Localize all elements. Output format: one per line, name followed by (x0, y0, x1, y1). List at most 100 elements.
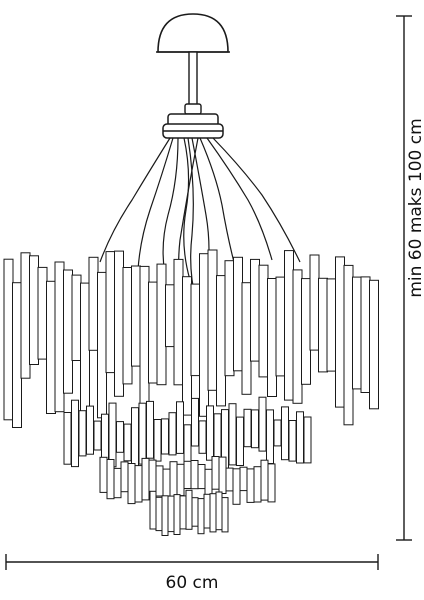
crystal-bar (303, 416, 312, 464)
crystal-bar (218, 456, 227, 495)
height-dimension-line (396, 15, 412, 541)
crystal-bar (97, 271, 107, 419)
crystal-bar (176, 401, 184, 454)
crystal-bar (176, 463, 185, 497)
crystal-bar (253, 466, 262, 503)
crystal-bar (204, 468, 213, 497)
crystal-bar (301, 278, 311, 385)
crystal-bar (131, 265, 141, 367)
crystal-bar (105, 251, 116, 374)
ceiling-canopy (156, 13, 230, 53)
crystal-bar (228, 403, 237, 466)
crystal-bar (167, 495, 175, 533)
crystal-bar (198, 420, 207, 454)
crystal-bar (292, 269, 303, 404)
crystal-bar (120, 461, 129, 493)
crystal-bar (106, 459, 115, 500)
crystal-bar (273, 419, 282, 447)
crystal-bar (288, 420, 297, 462)
crystal-bar (250, 258, 260, 362)
crystal-bar (233, 256, 243, 372)
crystal-bar (63, 269, 73, 394)
crystal-bar (267, 278, 277, 397)
crystal-bar (251, 409, 259, 449)
crystal-bar (99, 456, 108, 493)
crystal-bar (101, 413, 109, 465)
crystal-bar (149, 490, 157, 530)
crystal-bar (191, 397, 199, 447)
crystal-bar (258, 396, 267, 452)
crystal-bar (113, 467, 122, 499)
crystal-bar (211, 456, 220, 490)
crystal-bar (284, 250, 294, 401)
crystal-bar (138, 402, 147, 465)
crystal-bar (139, 265, 150, 407)
width-label: 60 cm (166, 573, 219, 593)
crystal-bar (343, 264, 354, 426)
crystal-bar (131, 407, 139, 468)
crystal-tier-bottom (149, 489, 229, 536)
crystal-bar (54, 261, 65, 413)
crystal-bar (275, 276, 286, 377)
crystal-bar (197, 464, 206, 490)
crystal-bar (173, 494, 181, 536)
top-hub (162, 113, 224, 139)
crystal-bar (63, 412, 72, 465)
crystal-bar (236, 416, 244, 467)
crystal-bar (162, 468, 171, 497)
width-dimension-line (5, 554, 379, 570)
crystal-bar (232, 468, 241, 505)
crystal-bar (20, 252, 31, 379)
crystal-bar (185, 489, 193, 530)
crystal-bar (93, 420, 102, 451)
crystal-bar (161, 418, 169, 455)
crystal-bar (12, 282, 22, 429)
height-label: min 60 maks 100 cm (406, 118, 424, 297)
suspension-rod (184, 51, 202, 115)
crystal-tier-top (3, 249, 379, 430)
crystal-bar (86, 405, 94, 455)
crystal-bar (239, 466, 248, 492)
crystal-bar (116, 421, 124, 453)
crystal-bar (260, 459, 269, 501)
crystal-bar (241, 282, 252, 395)
crystal-bar (246, 468, 255, 503)
crystal-bar (326, 278, 337, 372)
crystal-bar (206, 405, 214, 461)
crystal-bar (122, 267, 133, 385)
crystal-bar (360, 276, 371, 393)
crystal-bar (156, 263, 167, 386)
crystal-bar (216, 275, 226, 407)
crystal-bar (148, 281, 158, 384)
crystal-bar (29, 255, 39, 365)
crystal-bar (225, 467, 234, 492)
crystal-bar (127, 463, 136, 505)
crystal-bar (37, 266, 48, 360)
crystal-bar (281, 406, 289, 461)
crystal-bar (155, 465, 164, 497)
crystal-bar (203, 493, 211, 529)
crystal-bar (141, 457, 150, 501)
crystal-bar (199, 253, 209, 417)
crystal-bar (243, 408, 252, 448)
crystal-bar (318, 277, 328, 373)
crystal-bar (215, 491, 223, 531)
crystal-bar (3, 258, 14, 421)
crystal-bar (183, 460, 192, 489)
crystal-bar (207, 249, 218, 391)
crystal-bar (146, 400, 154, 459)
crystal-bar (197, 498, 205, 535)
crystal-bar (224, 260, 235, 377)
crystal-bar (134, 465, 143, 503)
crystal-bar (352, 276, 362, 390)
crystal-bar (88, 256, 99, 351)
crystal-bar (148, 459, 157, 493)
crystal-bar (209, 493, 217, 533)
crystal-bar (191, 497, 199, 527)
crystal-bar (169, 461, 178, 498)
crystal-bar (267, 463, 276, 503)
crystal-bar (108, 402, 117, 468)
crystal-bar (71, 274, 82, 362)
